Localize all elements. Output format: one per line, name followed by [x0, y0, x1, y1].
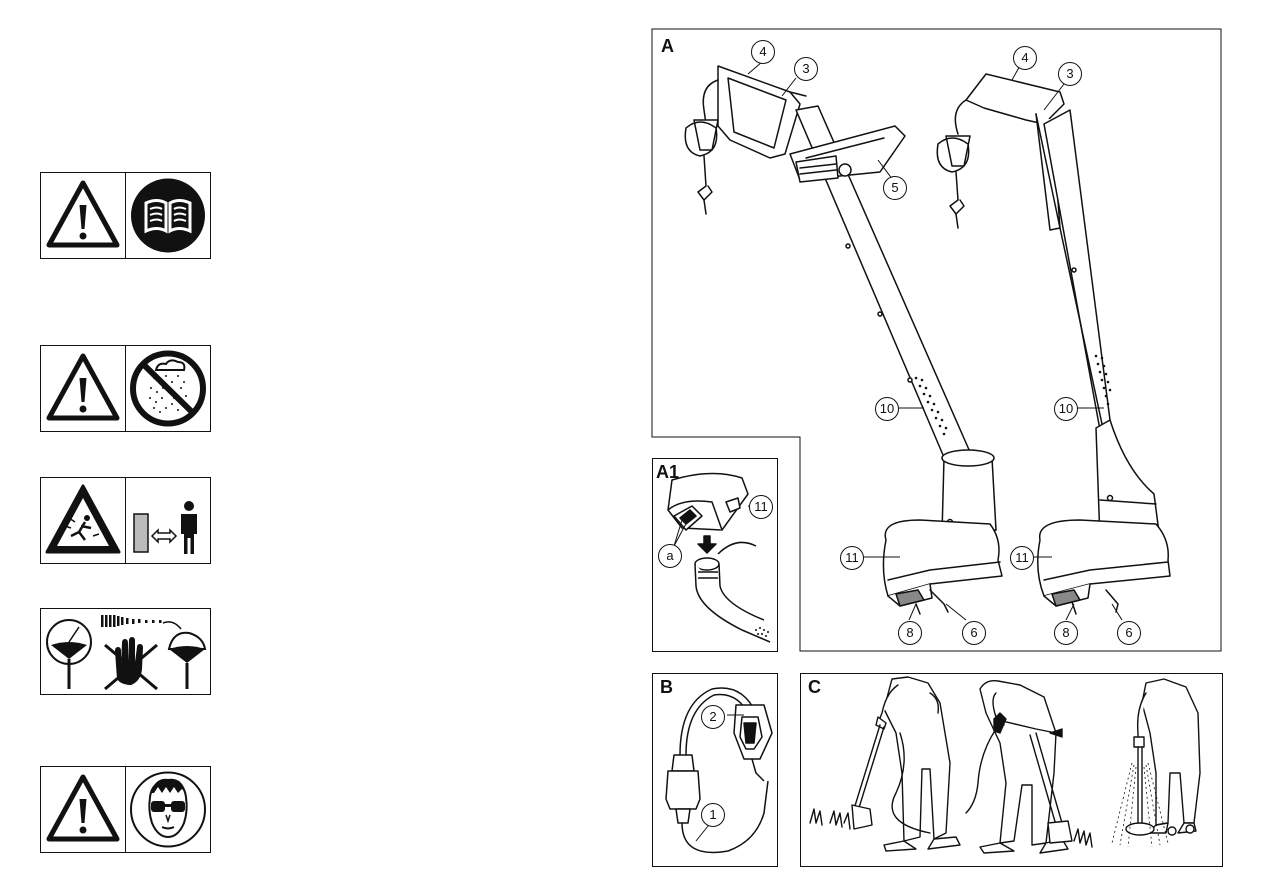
callout-3-left: 3	[794, 57, 818, 81]
callout-3-right: 3	[1058, 62, 1082, 86]
callout-5: 5	[883, 176, 907, 200]
callout-10-left: 10	[875, 397, 899, 421]
callout-1-b: 1	[701, 803, 725, 827]
callout-11-left: 11	[840, 546, 864, 570]
callout-6-right: 6	[1117, 621, 1141, 645]
callout-11-a1: 11	[749, 495, 773, 519]
callout-10-right: 10	[1054, 397, 1078, 421]
callout-8-right: 8	[1054, 621, 1078, 645]
callout-4-left: 4	[751, 40, 775, 64]
callout-6-left: 6	[962, 621, 986, 645]
callout-8-left: 8	[898, 621, 922, 645]
operating-positions-drawing	[800, 673, 1221, 865]
callout-a-a1: a	[658, 544, 682, 568]
callout-11-right: 11	[1010, 546, 1034, 570]
callout-2-b: 2	[701, 705, 725, 729]
cable-strain-relief-drawing	[652, 673, 776, 865]
callout-4-right: 4	[1013, 46, 1037, 70]
